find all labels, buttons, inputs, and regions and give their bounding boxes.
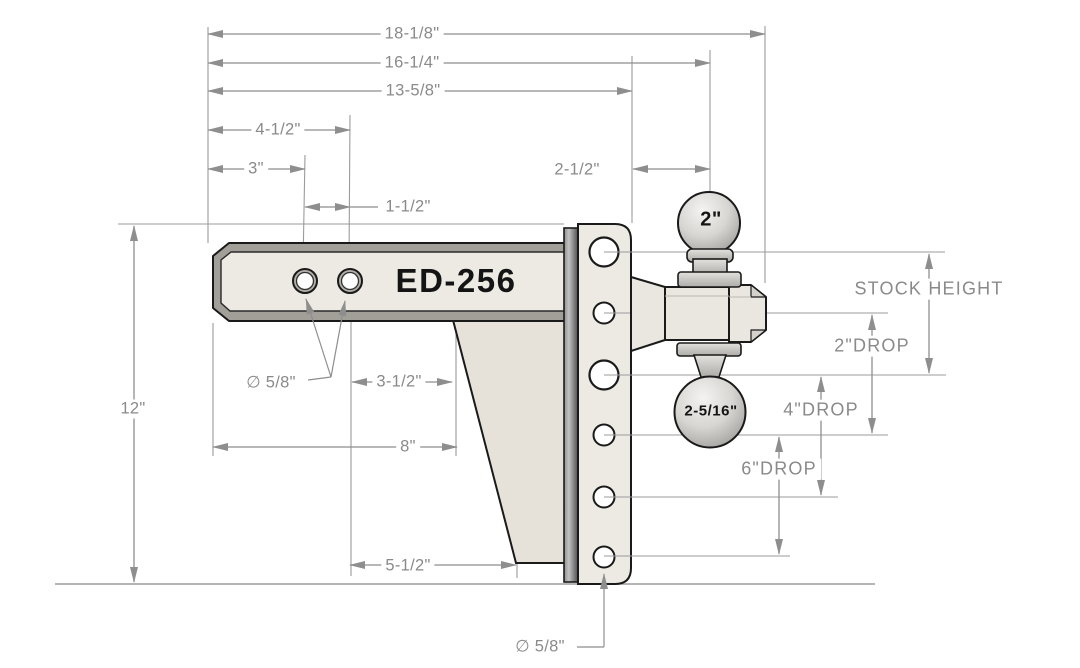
stock-height-label: STOCK HEIGHT (850, 278, 1008, 300)
dim-length-to-ball-label: 16-1/4" (380, 53, 444, 73)
dim-hole1-from-end-label: 3" (244, 159, 268, 179)
leader-lines (305, 298, 608, 648)
hitch-ball-2-5-16in (673, 342, 747, 449)
ball-mount-arm (630, 276, 767, 352)
drop-6-label: 6"DROP (737, 458, 821, 480)
ball-top-size-label: 2" (700, 208, 722, 231)
dim-hole-spacing-label: 1-1/2" (385, 197, 431, 216)
dim-hole-to-gusset-label: 3-1/2" (372, 372, 426, 392)
drop-4-label: 4"DROP (779, 399, 863, 421)
dim-length-to-channel-label: 13-5/8" (381, 81, 445, 101)
ball-bottom-size-label: 2-5/16" (684, 402, 738, 420)
model-number-label: ED-256 (395, 262, 517, 300)
channel-bar (563, 223, 632, 585)
dim-overall-length-label: 18-1/8" (380, 24, 444, 44)
dim-overall-height-label: 12" (116, 399, 150, 419)
gusset-plate (451, 319, 571, 564)
channel-hole-6 (592, 545, 616, 569)
dim-gusset-length-label: 8" (396, 437, 420, 457)
hitch-ball-2in (677, 191, 742, 288)
drop-2-label: 2"DROP (830, 335, 914, 357)
dim-hole2-from-end-label: 4-1/2" (251, 120, 305, 140)
dim-channel-hole-diameter-label: ∅ 5/8" (515, 637, 565, 656)
dim-channel-to-ball-label: 2-1/2" (554, 160, 600, 179)
dim-shank-hole-diameter-label: ∅ 5/8" (246, 373, 296, 392)
dim-gusset-base-label: 5-1/2" (381, 556, 435, 576)
